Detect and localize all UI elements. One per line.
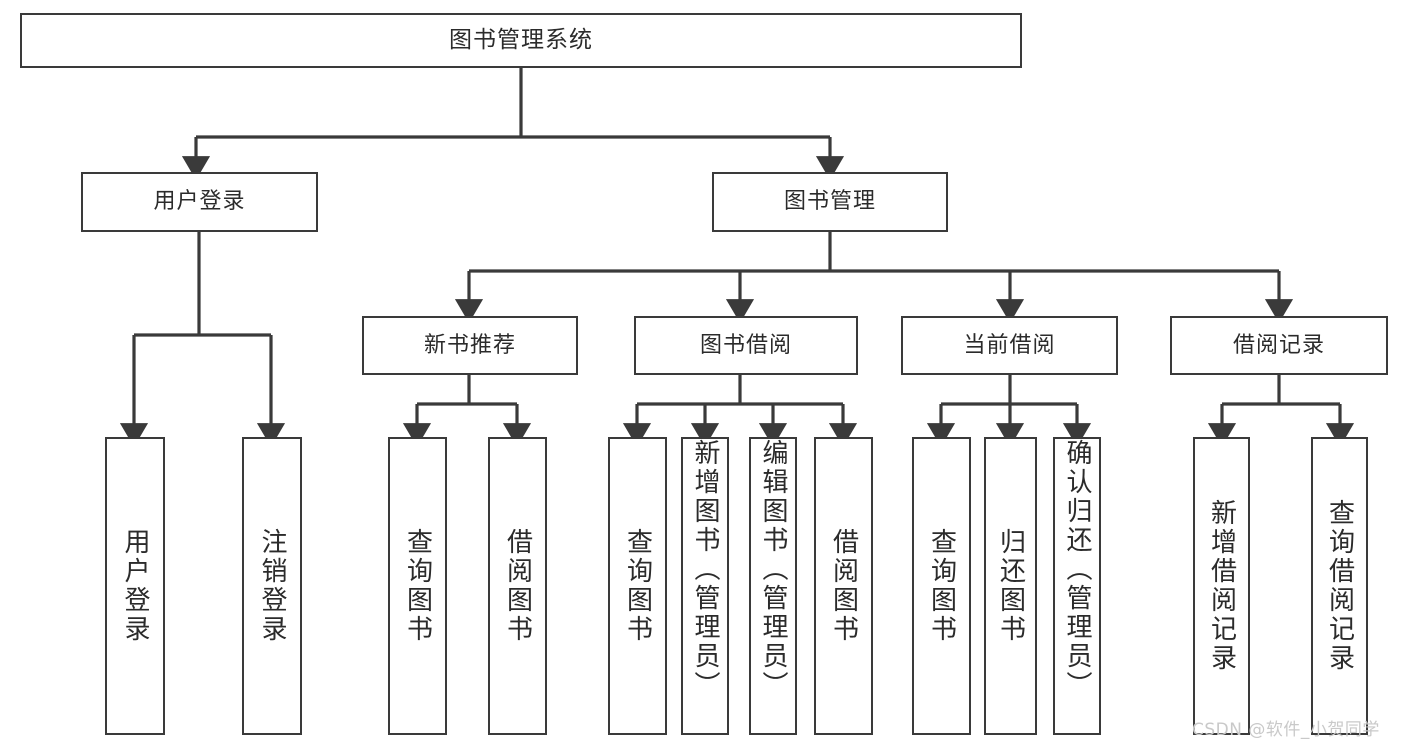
leaf-confirm-return[interactable]: 确认归还（管理员） [1053, 437, 1101, 735]
leaf-borrow-book-2-label: 借阅图书 [828, 528, 859, 644]
leaf-query-book-2[interactable]: 查询图书 [608, 437, 667, 735]
leaf-add-record[interactable]: 新增借阅记录 [1193, 437, 1250, 735]
leaf-query-book-3[interactable]: 查询图书 [912, 437, 971, 735]
leaf-add-book-label: 新增图书（管理员） [690, 439, 720, 700]
leaf-return-book-label: 归还图书 [995, 528, 1026, 644]
leaf-user-logout-label: 注销登录 [257, 528, 287, 644]
leaf-add-book[interactable]: 新增图书（管理员） [681, 437, 729, 735]
node-user-login-label: 用户登录 [153, 189, 246, 215]
node-new-book-rec[interactable]: 新书推荐 [362, 316, 578, 375]
leaf-add-record-label: 新增借阅记录 [1206, 499, 1237, 673]
node-root[interactable]: 图书管理系统 [20, 13, 1022, 68]
leaf-query-book-2-label: 查询图书 [622, 528, 653, 644]
leaf-query-record[interactable]: 查询借阅记录 [1311, 437, 1368, 735]
leaf-user-login[interactable]: 用户登录 [105, 437, 165, 735]
node-book-manage-label: 图书管理 [783, 189, 876, 215]
leaf-user-logout[interactable]: 注销登录 [242, 437, 302, 735]
leaf-borrow-book-1-label: 借阅图书 [502, 528, 533, 644]
node-book-borrow-label: 图书借阅 [699, 332, 792, 358]
leaf-query-record-label: 查询借阅记录 [1324, 499, 1355, 673]
leaf-edit-book[interactable]: 编辑图书（管理员） [749, 437, 797, 735]
leaf-return-book[interactable]: 归还图书 [984, 437, 1037, 735]
leaf-query-book-1-label: 查询图书 [402, 528, 433, 644]
leaf-edit-book-label: 编辑图书（管理员） [758, 439, 788, 700]
node-borrow-record-label: 借阅记录 [1232, 332, 1325, 358]
node-current-borrow[interactable]: 当前借阅 [901, 316, 1118, 375]
leaf-query-book-3-label: 查询图书 [926, 528, 957, 644]
leaf-borrow-book-2[interactable]: 借阅图书 [814, 437, 873, 735]
node-book-borrow[interactable]: 图书借阅 [634, 316, 858, 375]
node-borrow-record[interactable]: 借阅记录 [1170, 316, 1388, 375]
leaf-user-login-label: 用户登录 [120, 528, 150, 644]
node-root-label: 图书管理系统 [449, 26, 593, 53]
node-new-book-rec-label: 新书推荐 [423, 332, 516, 358]
leaf-query-book-1[interactable]: 查询图书 [388, 437, 447, 735]
leaf-borrow-book-1[interactable]: 借阅图书 [488, 437, 547, 735]
node-user-login[interactable]: 用户登录 [81, 172, 318, 232]
node-current-borrow-label: 当前借阅 [963, 332, 1056, 358]
node-book-manage[interactable]: 图书管理 [712, 172, 948, 232]
leaf-confirm-return-label: 确认归还（管理员） [1062, 439, 1092, 700]
csdn-watermark: CSDN @软件_小贺同学 [1192, 720, 1380, 740]
